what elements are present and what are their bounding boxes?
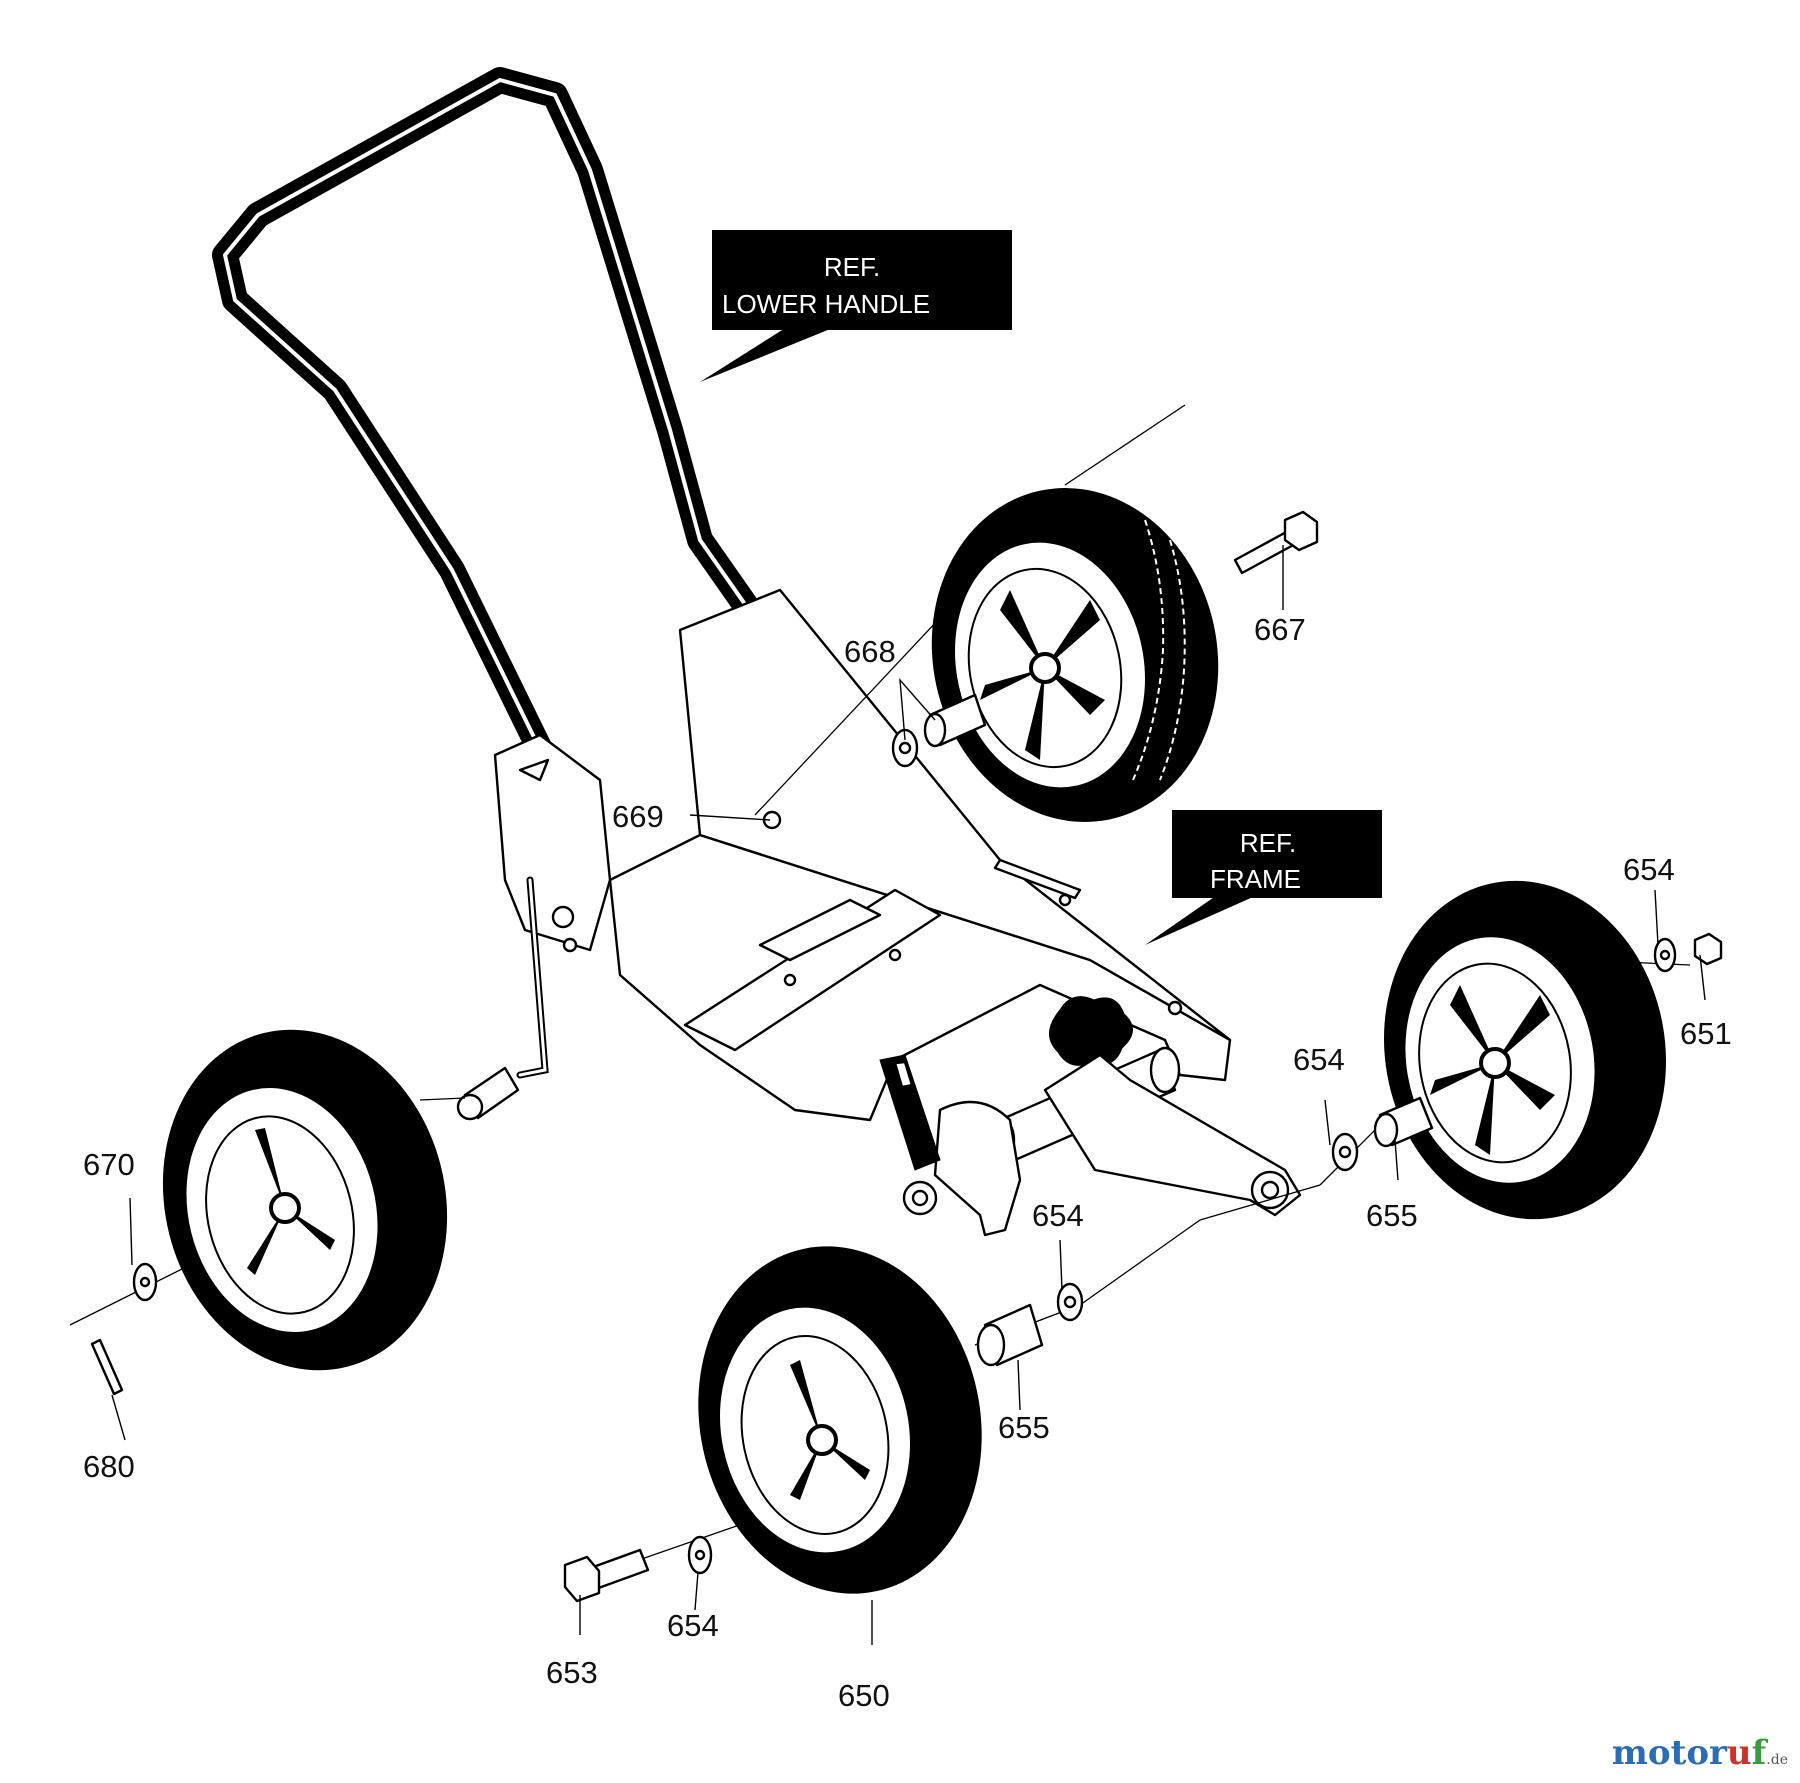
- callout-653: 653: [546, 1655, 598, 1690]
- adjuster-assembly: [879, 996, 1302, 1237]
- watermark-suffix: .de: [1766, 1752, 1788, 1768]
- ref-box-lower-handle: REF. LOWER HANDLE: [700, 230, 1012, 382]
- watermark-logo: motoruf.de: [1612, 1733, 1788, 1773]
- watermark-letter: f: [1751, 1733, 1767, 1773]
- wheel-left: [90, 1029, 448, 1396]
- callout-667: 667: [1254, 612, 1306, 647]
- watermark-letter: o: [1686, 1733, 1709, 1773]
- ref-box-frame: REF. FRAME: [1145, 810, 1382, 945]
- wheel-center: [698, 1246, 982, 1594]
- callout-670: 670: [83, 1147, 135, 1182]
- spacer-655-right: [1331, 1096, 1434, 1172]
- spacer-668: [762, 693, 987, 830]
- spacer-655-center: [976, 1282, 1084, 1367]
- washer-nut-right: [1653, 932, 1723, 973]
- wheel-right: [1384, 880, 1666, 1220]
- callout-numbers: 667 668 669 654 651 654 655 654 655 670 …: [83, 612, 1732, 1713]
- callout-654-top-right: 654: [1623, 852, 1675, 887]
- callout-654-center: 654: [1032, 1198, 1084, 1233]
- callout-668: 668: [844, 634, 896, 669]
- bolt-653: [563, 1535, 713, 1603]
- callout-650: 650: [838, 1678, 890, 1713]
- watermark-letter: u: [1726, 1733, 1752, 1773]
- ref-frame-line2: FRAME: [1210, 864, 1301, 894]
- callout-655-right: 655: [1366, 1198, 1418, 1233]
- leader-lines: [111, 545, 1706, 1645]
- watermark-letter: t: [1670, 1733, 1687, 1773]
- ref-frame-line1: REF.: [1240, 828, 1296, 858]
- ref-lower-handle-line1: REF.: [824, 252, 880, 282]
- watermark-letter: r: [1709, 1733, 1727, 1773]
- watermark-letter: o: [1647, 1733, 1671, 1773]
- callout-655-center: 655: [998, 1410, 1050, 1445]
- callout-680: 680: [83, 1449, 135, 1484]
- callout-651: 651: [1680, 1016, 1732, 1051]
- callout-669: 669: [612, 799, 664, 834]
- ref-lower-handle-line2: LOWER HANDLE: [722, 289, 930, 319]
- watermark-letter: m: [1611, 1733, 1648, 1773]
- wheel-upper-right: [931, 488, 1219, 822]
- callout-654-bottom: 654: [667, 1608, 719, 1643]
- height-adjust-rod: [456, 758, 550, 1121]
- bolt-667: [1233, 510, 1319, 575]
- callout-654-mid: 654: [1293, 1042, 1345, 1077]
